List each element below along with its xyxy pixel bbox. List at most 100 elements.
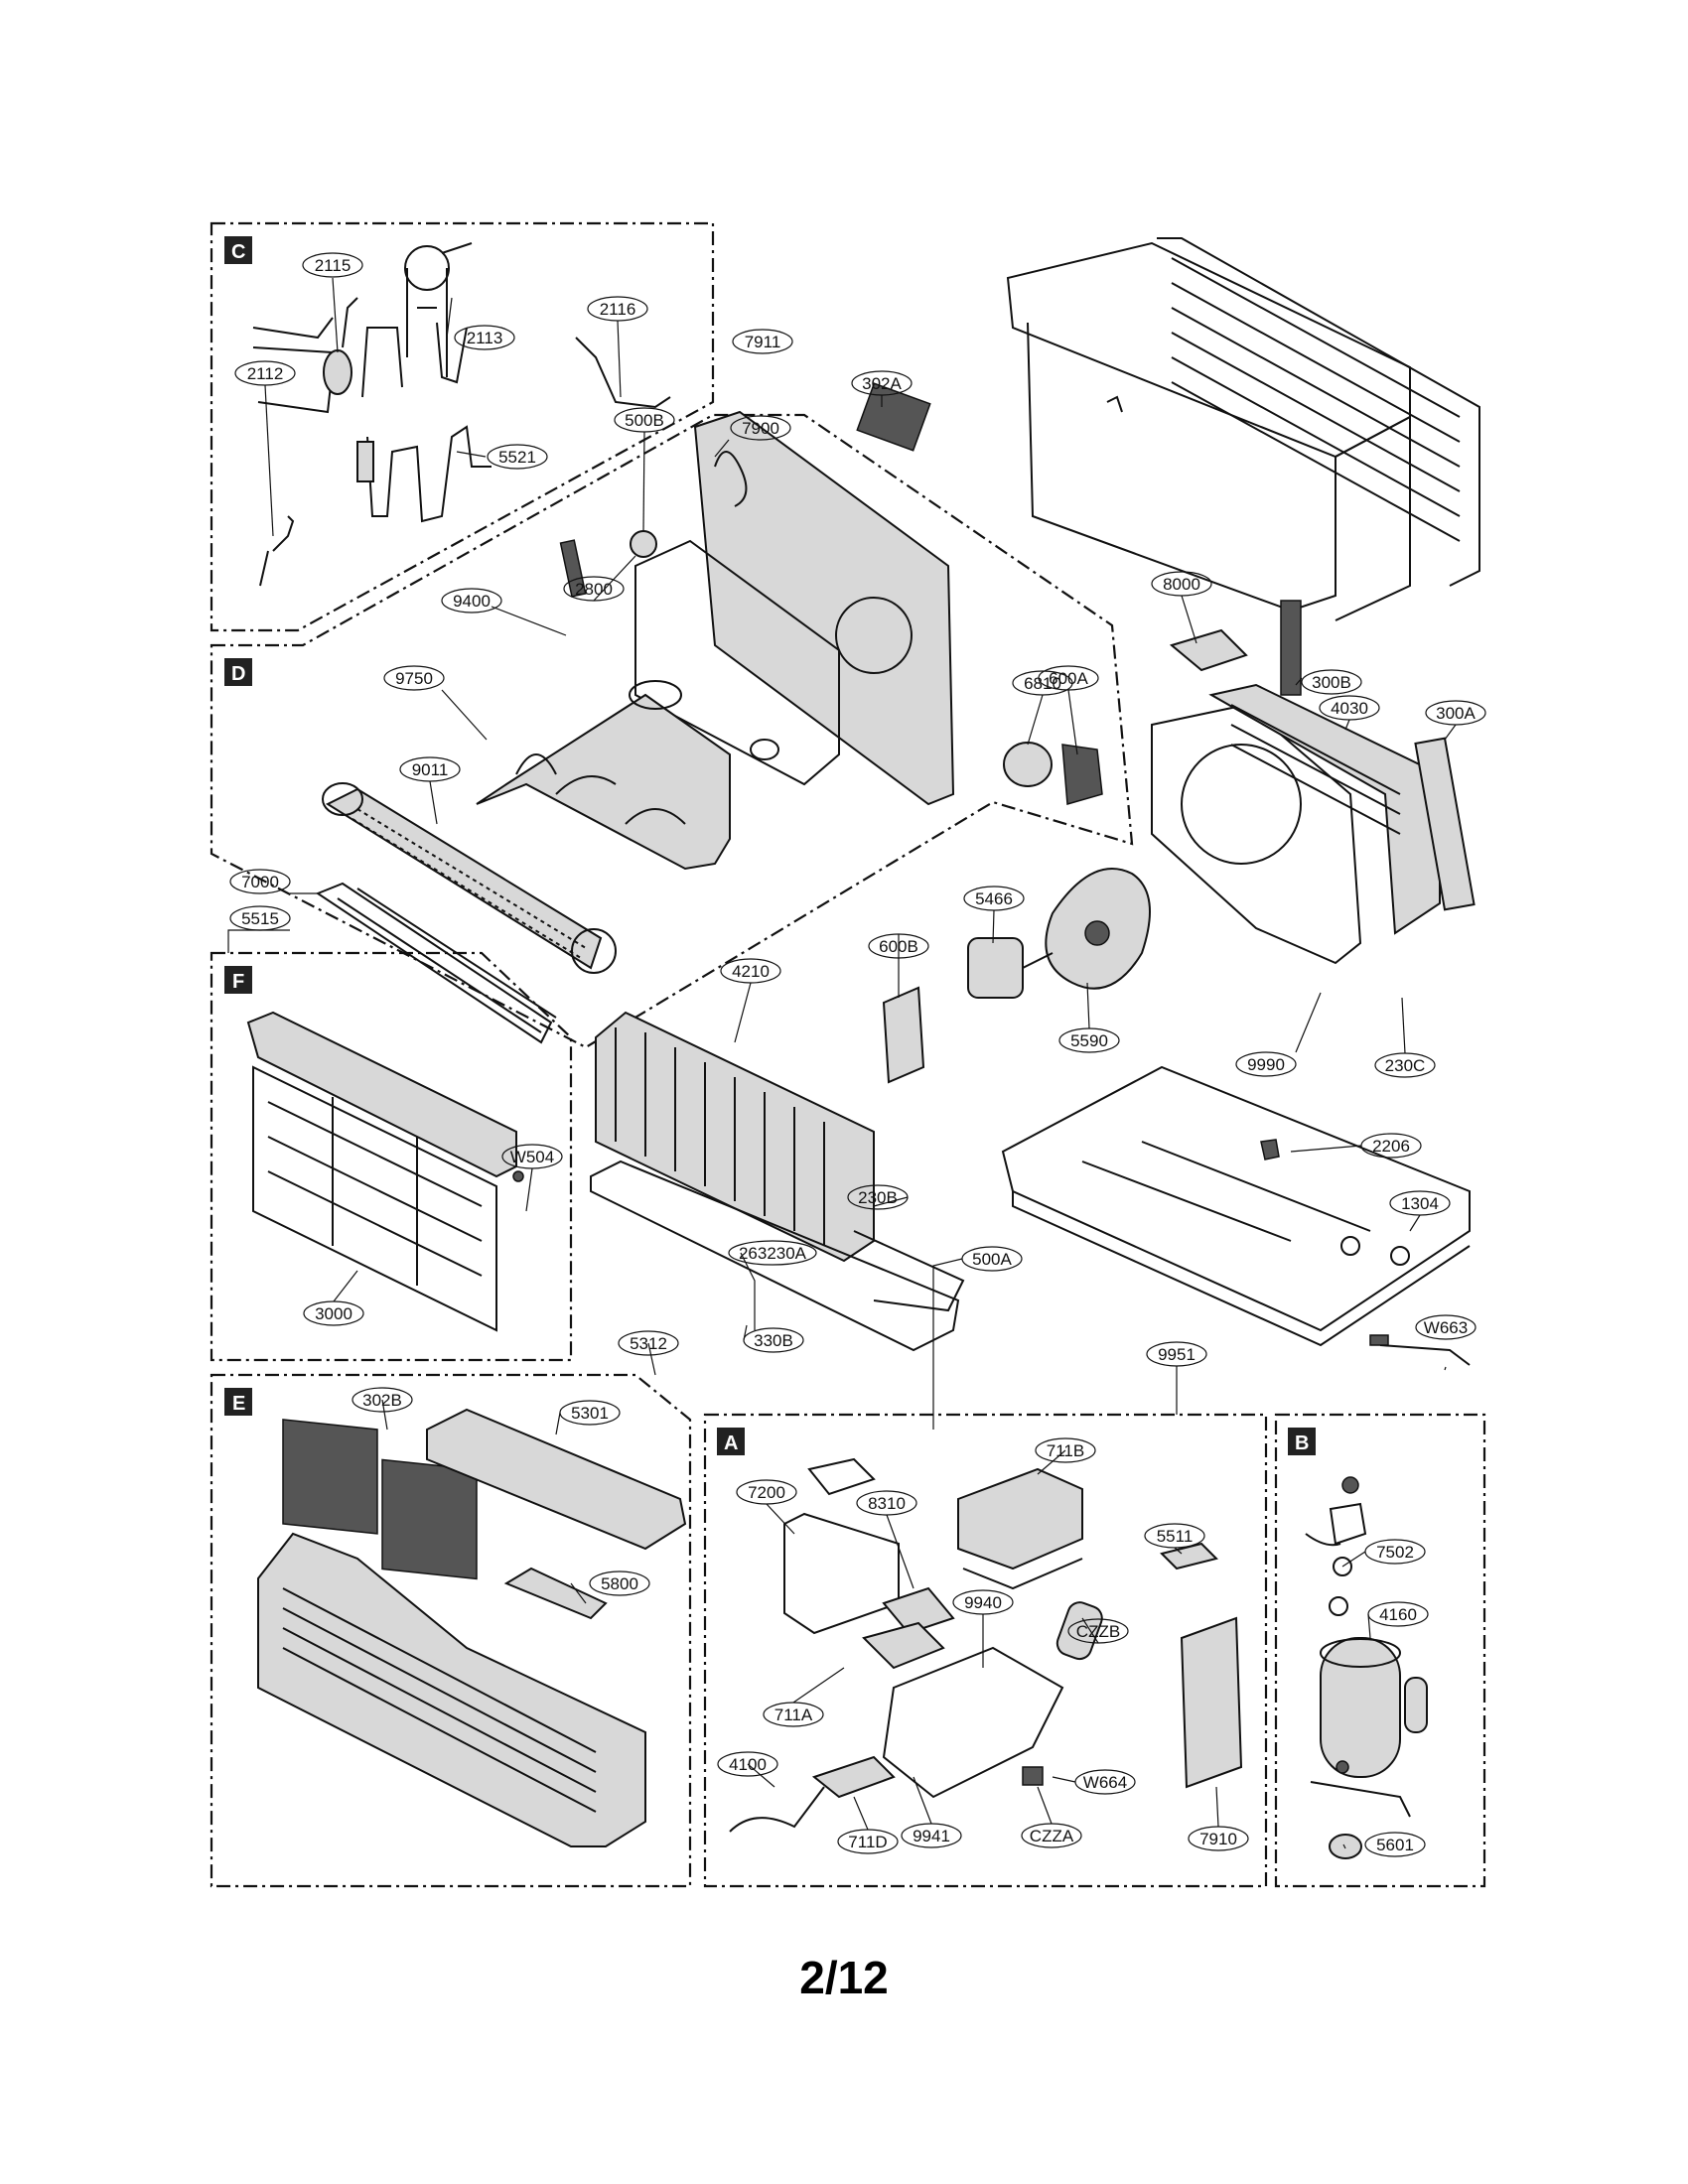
svg-text:W663: W663 (1424, 1318, 1468, 1337)
callout-711B: 711B (1035, 1437, 1096, 1463)
svg-text:500B: 500B (625, 411, 664, 430)
svg-text:1304: 1304 (1401, 1194, 1439, 1213)
svg-text:5521: 5521 (498, 448, 536, 467)
section-f-badge (224, 966, 252, 994)
svg-text:230C: 230C (1385, 1056, 1426, 1075)
callout-230B: 230B (847, 1184, 909, 1210)
svg-text:9941: 9941 (913, 1827, 950, 1845)
callout-9750: 9750 (383, 665, 445, 691)
callout-7200: 7200 (736, 1479, 797, 1505)
svg-text:5466: 5466 (975, 889, 1013, 908)
svg-text:711D: 711D (848, 1833, 887, 1851)
callout-labels: 2115 2113 2116 7911 5521 2112 500B 7900 … (229, 252, 1486, 1857)
callout-4100: 4100 (717, 1751, 778, 1777)
front-cover (257, 1408, 687, 1847)
callout-5511: 5511 (1144, 1523, 1205, 1549)
callout-W663: W663 (1415, 1314, 1477, 1340)
section-a-letter: A (724, 1433, 738, 1454)
callout-5800: 5800 (589, 1570, 650, 1596)
callout-600A: 600A (1038, 665, 1099, 691)
callout-2112: 2112 (234, 360, 296, 386)
callout-2800: 2800 (563, 576, 625, 602)
callout-W664: W664 (1074, 1769, 1136, 1795)
svg-text:5601: 5601 (1376, 1836, 1414, 1854)
svg-text:302B: 302B (362, 1391, 402, 1410)
svg-text:8310: 8310 (868, 1494, 906, 1513)
callout-8310: 8310 (856, 1490, 917, 1516)
callout-5466: 5466 (963, 886, 1025, 911)
svg-text:2206: 2206 (1372, 1137, 1410, 1156)
svg-text:5511: 5511 (1157, 1527, 1194, 1546)
svg-text:CZZA: CZZA (1030, 1827, 1074, 1845)
callout-9941: 9941 (901, 1823, 962, 1848)
svg-text:7200: 7200 (748, 1483, 785, 1502)
svg-text:600A: 600A (1049, 669, 1088, 688)
callout-W504: W504 (501, 1144, 563, 1169)
svg-text:4160: 4160 (1379, 1605, 1417, 1624)
svg-text:7502: 7502 (1376, 1543, 1414, 1562)
indoor-coil (590, 1011, 965, 1352)
svg-text:5312: 5312 (630, 1334, 667, 1353)
callout-1304: 1304 (1389, 1190, 1451, 1216)
svg-text:711A: 711A (774, 1706, 813, 1724)
svg-text:9951: 9951 (1158, 1345, 1196, 1364)
section-c-border (210, 221, 715, 632)
section-a-badge (717, 1428, 745, 1455)
section-b-border (1274, 1413, 1486, 1888)
base-pan (1001, 1065, 1471, 1366)
svg-text:3000: 3000 (315, 1304, 352, 1323)
callout-2116: 2116 (587, 296, 648, 322)
callout-2113: 2113 (454, 325, 515, 350)
page-number: 2/12 (799, 1952, 889, 2003)
svg-text:711B: 711B (1047, 1441, 1084, 1460)
section-d-border (210, 413, 1134, 1049)
callout-7910: 7910 (1188, 1826, 1249, 1851)
section-e-badge (224, 1388, 252, 1416)
svg-text:2115: 2115 (315, 256, 352, 275)
callout-9951: 9951 (1146, 1341, 1207, 1367)
section-d-letter: D (231, 663, 245, 685)
svg-text:6810: 6810 (1024, 674, 1061, 693)
callout-711D: 711D (837, 1829, 899, 1854)
callout-500B: 500B (614, 407, 675, 433)
callout-5601: 5601 (1364, 1832, 1426, 1857)
callout-500A: 500A (961, 1246, 1023, 1272)
callout-9990: 9990 (1235, 1051, 1297, 1077)
callout-5521: 5521 (487, 444, 548, 470)
callout-302A: 302A (851, 370, 913, 396)
callout-5515: 5515 (229, 905, 291, 931)
callout-711A: 711A (763, 1702, 824, 1727)
callout-7000: 7000 (229, 869, 291, 894)
svg-text:5301: 5301 (571, 1404, 609, 1423)
svg-text:4030: 4030 (1331, 699, 1368, 718)
condenser-section (882, 600, 1476, 1084)
svg-text:230B: 230B (858, 1188, 898, 1207)
svg-text:2112: 2112 (247, 364, 284, 383)
svg-text:9990: 9990 (1247, 1055, 1285, 1074)
svg-text:4210: 4210 (732, 962, 770, 981)
section-b-badge (1288, 1428, 1316, 1455)
callout-3000: 3000 (303, 1300, 364, 1326)
blower-assembly (322, 382, 1103, 974)
refrigerant-tubing (252, 242, 671, 587)
callout-300B: 300B (1301, 669, 1362, 695)
section-a-border (703, 1413, 1268, 1888)
callout-5590: 5590 (1058, 1027, 1120, 1053)
callout-330B: 330B (743, 1327, 804, 1353)
callout-5301: 5301 (559, 1400, 621, 1426)
control-box (729, 1457, 1243, 1833)
svg-text:9011: 9011 (412, 760, 449, 779)
callout-CZZA: CZZA (1021, 1823, 1082, 1848)
callout-7911: 7911 (732, 329, 793, 354)
callout-300A: 300A (1425, 700, 1486, 726)
section-f-letter: F (232, 971, 244, 993)
svg-text:W664: W664 (1083, 1773, 1127, 1792)
part-illustrations (246, 237, 1480, 1859)
svg-text:CZZB: CZZB (1076, 1622, 1120, 1641)
callout-7502: 7502 (1364, 1539, 1426, 1565)
callout-9011: 9011 (399, 756, 461, 782)
svg-text:4100: 4100 (729, 1755, 767, 1774)
svg-text:2113: 2113 (467, 329, 503, 347)
callout-4030: 4030 (1319, 695, 1380, 721)
svg-text:9400: 9400 (453, 592, 491, 611)
